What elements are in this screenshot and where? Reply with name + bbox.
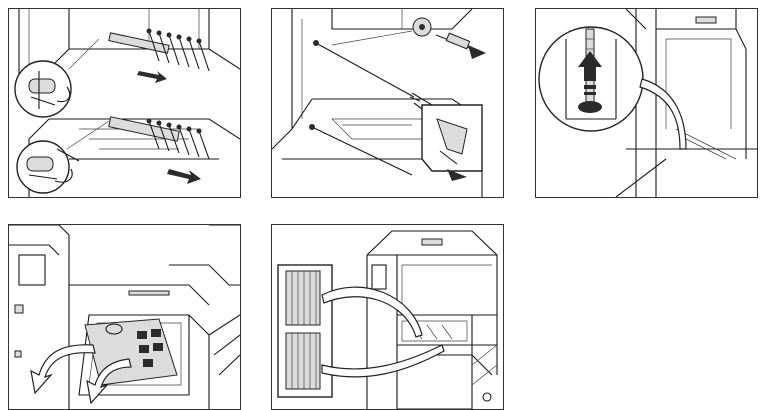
control-panel-display (18, 254, 46, 286)
side-curtain-drawing (277, 230, 498, 409)
illustration-remove-strainer (8, 224, 241, 410)
curtain-arrow-upper (321, 286, 423, 338)
remove-arrow-right (86, 358, 132, 405)
illustration-remove-spray-arms (8, 8, 241, 198)
side-curtain-upper (285, 270, 321, 326)
illustration-lift-overflow-pipe (535, 8, 758, 198)
slide-arrow-bottom (447, 169, 467, 181)
switch-icon (14, 304, 24, 314)
lift-arrow (578, 51, 602, 81)
curtain-arrow-lower (321, 344, 445, 378)
strainer-drawing (9, 225, 240, 409)
overflow-pipe-drawing (538, 9, 757, 197)
remove-arrow-left (30, 344, 96, 395)
pull-arrow-upper (137, 71, 167, 83)
lower-nozzles (146, 118, 210, 160)
pull-arrow-lower (167, 169, 201, 184)
spray-arm-drawing (14, 9, 240, 197)
illustration-remove-guide-rods (271, 8, 504, 198)
control-panel (371, 264, 387, 290)
guide-rod-drawing (272, 9, 486, 197)
slide-arrow-top (468, 45, 486, 59)
upper-nozzles (146, 28, 210, 72)
side-curtain-lower (285, 332, 321, 390)
illustration-remove-side-curtains (271, 224, 504, 410)
